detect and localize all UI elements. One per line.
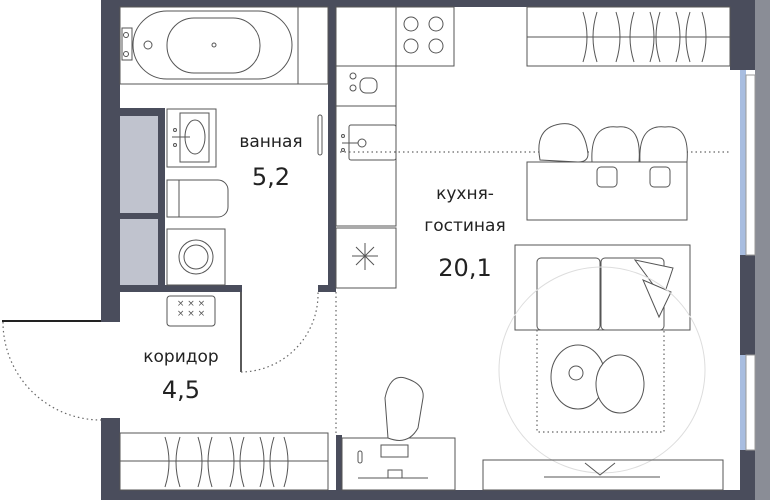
shaft xyxy=(120,116,158,213)
fridge-snowflake-icon xyxy=(352,243,378,270)
towel-rail-icon xyxy=(317,114,323,156)
room-area-corridor: 4,5 xyxy=(162,376,200,404)
room-name-corridor: коридор xyxy=(143,347,218,367)
kitchen-counter xyxy=(335,6,455,289)
walls xyxy=(101,0,770,500)
desk-icon xyxy=(341,376,456,491)
bath-door-swing xyxy=(240,291,319,373)
electrical-panel-icon: × × × × × × xyxy=(166,295,216,327)
coffee-table-icon xyxy=(550,344,645,414)
wardrobe-top xyxy=(526,6,731,67)
rug-outline xyxy=(536,330,665,433)
room-name-bathroom: ванная xyxy=(239,132,302,152)
washing-machine-icon xyxy=(166,228,226,286)
window xyxy=(740,70,756,451)
entrance-door-swing xyxy=(2,321,102,421)
room-area-kitchen: 20,1 xyxy=(438,254,491,282)
sofa-icon xyxy=(514,244,691,331)
shaft xyxy=(120,219,158,285)
sink-icon xyxy=(166,108,217,168)
svg-text:× × ×: × × × xyxy=(177,309,205,319)
kitchen-sink-icon xyxy=(341,124,397,161)
room-name-kitchen-line1: кухня- xyxy=(436,184,494,204)
bathtub-icon xyxy=(119,6,329,85)
room-name-kitchen-line2: гостиная xyxy=(424,216,505,236)
toilet-icon xyxy=(166,179,229,218)
svg-text:× × ×: × × × xyxy=(177,299,205,309)
tv-stand-icon xyxy=(482,459,724,491)
wardrobe-corridor xyxy=(119,432,329,491)
dishwasher-icon xyxy=(349,72,378,94)
cooktop-icon xyxy=(403,16,444,54)
room-area-bathroom: 5,2 xyxy=(252,163,290,191)
dining-table-icon xyxy=(526,123,688,221)
